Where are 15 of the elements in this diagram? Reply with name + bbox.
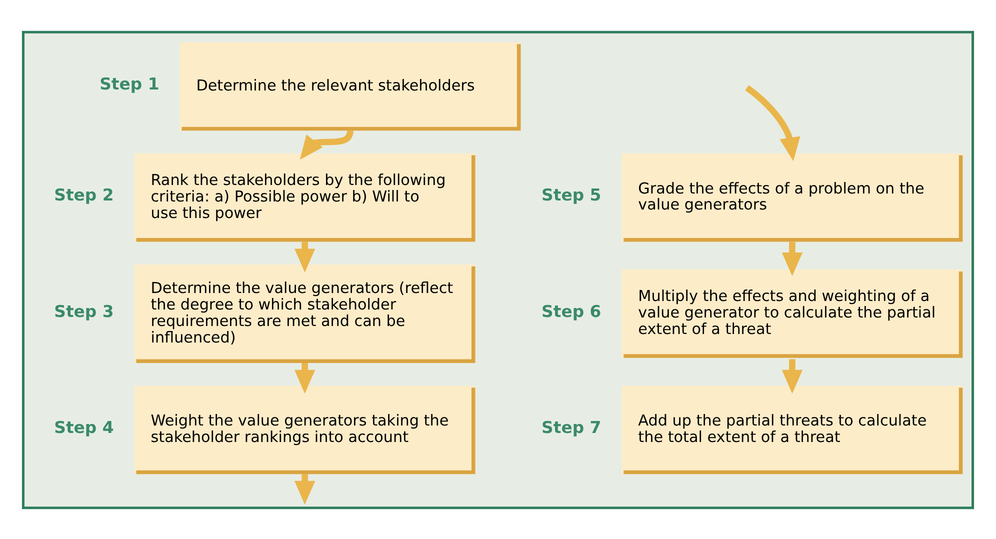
arrow	[300, 130, 354, 160]
cluster	[22, 30, 974, 509]
node-label: Step 1	[100, 74, 160, 93]
node-label: Step 5	[542, 185, 602, 204]
arrow	[294, 474, 316, 504]
node-label: Step 2	[54, 185, 114, 204]
arrow	[782, 241, 803, 276]
arrow	[294, 362, 316, 394]
arrow	[782, 358, 803, 394]
arrow	[745, 84, 800, 161]
node-label: Step 7	[542, 417, 602, 436]
node-label: Step 3	[54, 301, 114, 320]
node-label: Step 6	[542, 301, 602, 320]
arrow	[294, 241, 316, 272]
node-label: Step 4	[54, 417, 114, 436]
